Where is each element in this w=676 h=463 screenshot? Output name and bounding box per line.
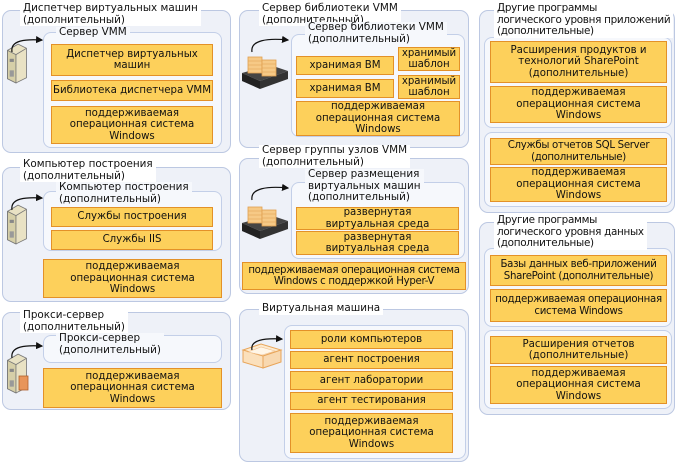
os-component: поддерживаемая операционная система Wind…	[43, 259, 222, 298]
arrow-icon	[11, 194, 44, 211]
proxy-title: Прокси-сервер (дополнительный)	[20, 309, 128, 333]
stored-template-component: хранимый шаблон	[398, 47, 460, 71]
virtual-machine-icon	[241, 343, 283, 369]
app-tier-title: Другие программы логического уровня прил…	[494, 2, 674, 38]
stored-vm-component: хранимая ВМ	[296, 56, 394, 75]
os-component: поддерживаемая операционная система Wind…	[296, 101, 460, 136]
virtual-machine-title: Виртуальная машина	[259, 302, 384, 315]
os-component: поддерживаемая операционная система Wind…	[490, 366, 667, 404]
os-component: поддерживаемая операционная система Wind…	[490, 289, 667, 322]
stored-vm-component: хранимая ВМ	[296, 79, 394, 98]
vm-host-title: Сервер размещения виртуальных машин (доп…	[305, 168, 424, 204]
rack-server-icon	[240, 205, 290, 241]
lab-agent-component: агент лаборатории	[290, 371, 453, 390]
computer-roles-component: роли компьютеров	[290, 330, 453, 349]
proxy-server-icon	[5, 352, 29, 394]
library-title: Сервер библиотеки VMM (дополнительный)	[259, 2, 401, 26]
os-component: поддерживаемая операционная система Wind…	[490, 167, 667, 202]
proxy-inner-title: Прокси-сервер (дополнительный)	[56, 332, 164, 356]
vmm-server-title: Сервер VMM	[56, 26, 130, 39]
build-agent-component: агент построения	[290, 351, 453, 369]
vmm-component: Диспетчер виртуальных машин	[51, 44, 213, 76]
sql-reporting-component: Службы отчетов SQL Server (дополнительны…	[490, 138, 667, 165]
rack-server-icon	[240, 55, 290, 91]
arrow-icon	[251, 335, 284, 351]
report-extensions-component: Расширения отчетов (дополнительные)	[490, 336, 667, 364]
sharepoint-db-component: Базы данных веб-приложений SharePoint (д…	[490, 255, 667, 286]
hyper-v-os-component: поддерживаемая операционная система Wind…	[242, 262, 466, 290]
vmm-library-component: Библиотека диспетчера VMM	[51, 80, 213, 101]
sharepoint-extensions-component: Расширения продуктов и технологий ShareP…	[490, 41, 667, 83]
iis-component: Службы IIS	[51, 230, 213, 250]
test-agent-component: агент тестирования	[290, 392, 453, 410]
arrow-icon	[11, 342, 44, 359]
vmm-manager-title: Диспетчер виртуальных машин (дополнитель…	[20, 2, 201, 26]
data-tier-title: Другие программы логического уровня данн…	[494, 214, 647, 250]
host-group-title: Сервер группы узлов VMM (дополнительный)	[259, 144, 411, 168]
os-component: поддерживаемая операционная система Wind…	[290, 413, 453, 453]
arrow-icon	[251, 35, 290, 53]
os-component: поддерживаемая операционная система Wind…	[490, 86, 667, 123]
build-services-component: Службы построения	[51, 207, 213, 227]
library-inner-title: Сервер библиотеки VMM (дополнительный)	[305, 21, 447, 45]
stored-template-component: хранимый шаблон	[398, 75, 460, 99]
build-computer-title: Компьютер построения (дополнительный)	[20, 158, 156, 182]
os-component: поддерживаемая операционная система Wind…	[51, 106, 213, 144]
os-component: поддерживаемая операционная система Wind…	[43, 368, 222, 408]
deployed-environment-component: развернутая виртуальная среда	[296, 231, 459, 255]
build-computer-inner-title: Компьютер построения (дополнительный)	[56, 181, 192, 205]
deployed-environment-component: развернутая виртуальная среда	[296, 207, 459, 230]
arrow-icon	[251, 183, 290, 201]
arrow-icon	[11, 36, 44, 53]
